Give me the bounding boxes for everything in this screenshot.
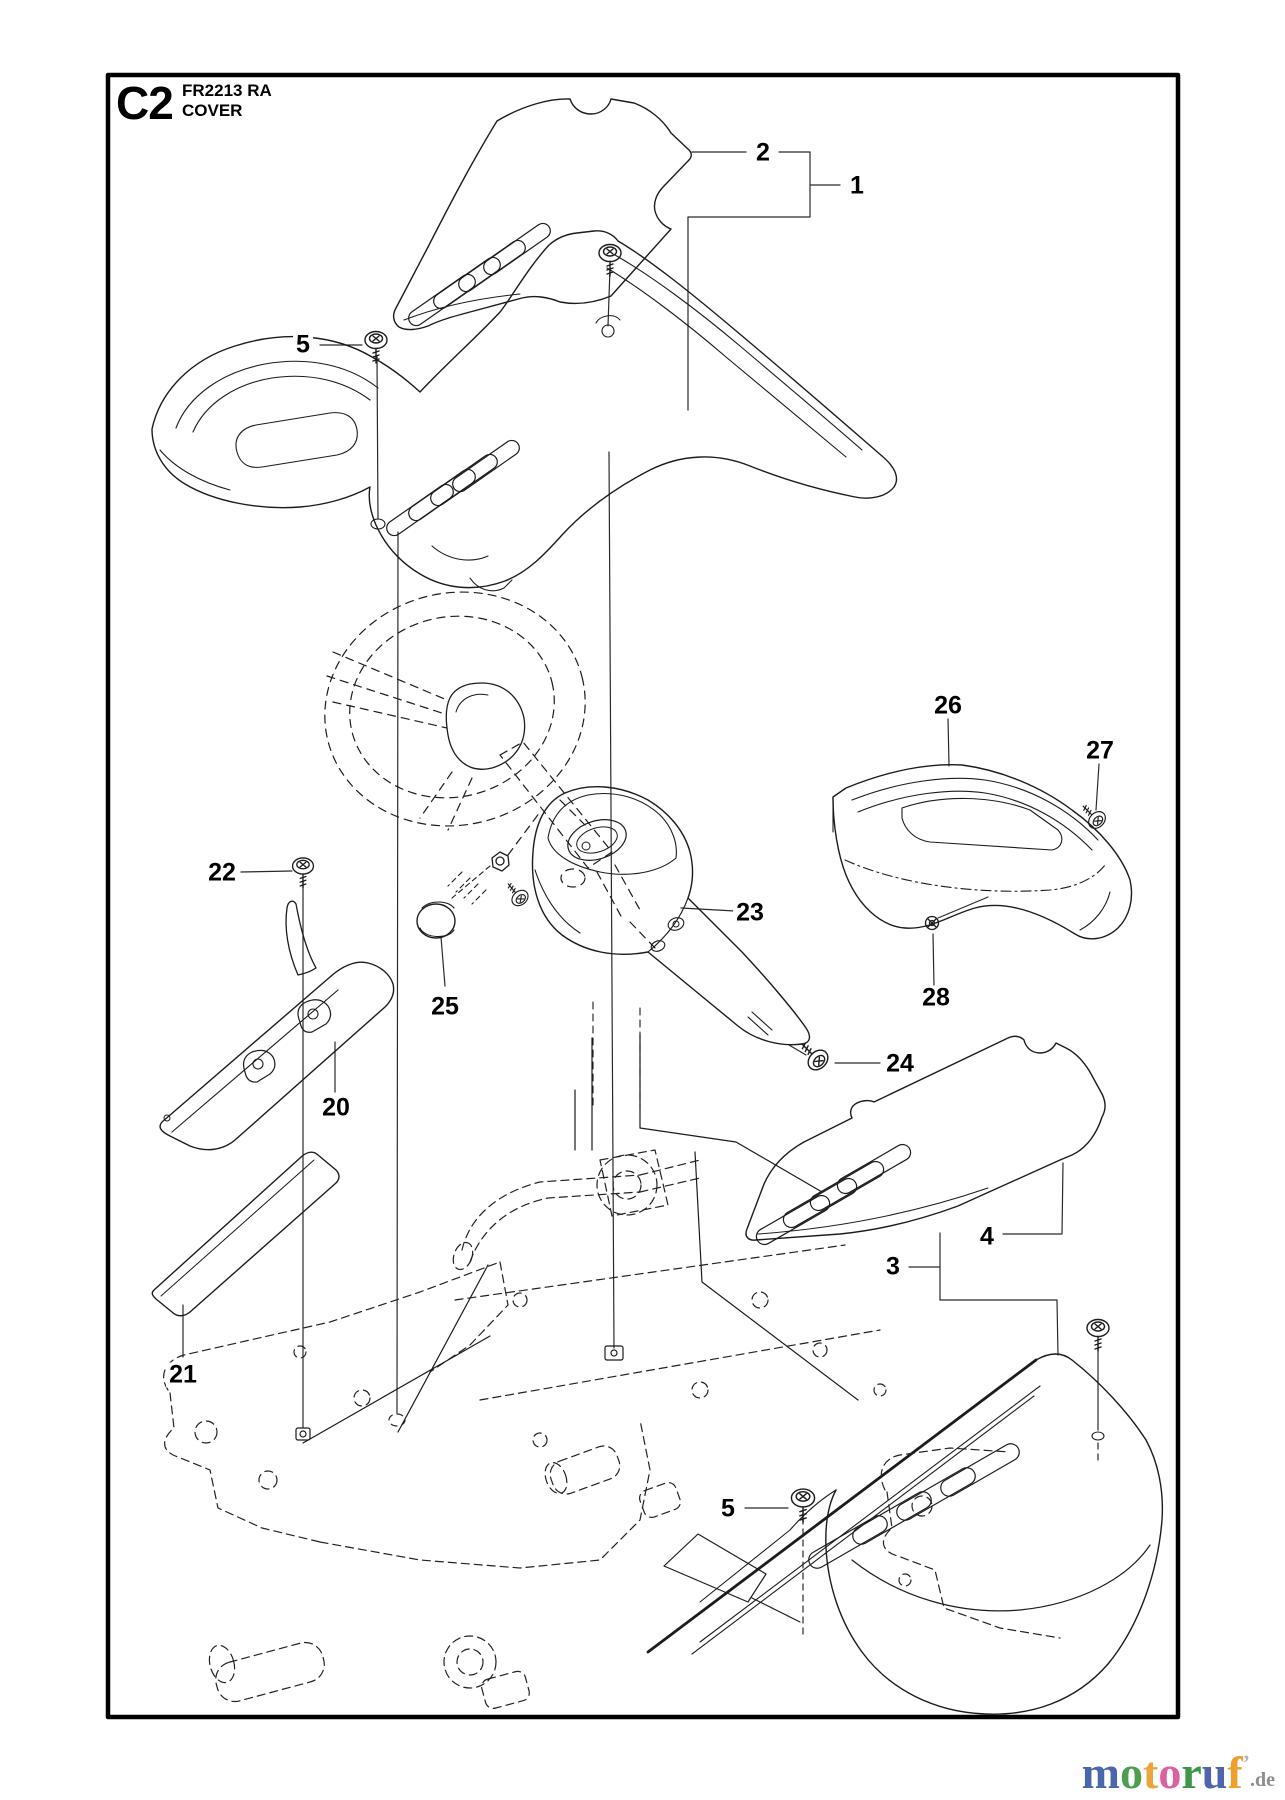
leader-lines — [182, 151, 1100, 1509]
model-name: FR2213 RA — [182, 81, 272, 100]
part-21-strip — [151, 1151, 340, 1317]
part-2-top-mat — [392, 98, 692, 331]
watermark-letter: o — [1158, 1747, 1182, 1798]
callout-5-bottom: 5 — [718, 1496, 738, 1522]
callout-25: 25 — [428, 994, 462, 1020]
callout-24: 24 — [883, 1051, 917, 1077]
part-3-bottom-cover — [646, 1353, 1164, 1715]
callout-20: 20 — [319, 1095, 353, 1121]
watermark-letter: m — [1081, 1747, 1120, 1798]
watermark-letter: t — [1143, 1747, 1159, 1798]
part-23-console — [531, 785, 811, 1111]
part-26-rear-cover — [832, 763, 1133, 940]
steering-hub — [445, 682, 526, 770]
callout-23: 23 — [733, 900, 767, 926]
chassis-panels — [295, 1034, 859, 1444]
callout-4: 4 — [977, 1224, 997, 1250]
callout-26: 26 — [931, 693, 965, 719]
page-border — [105, 72, 1181, 1720]
watermark-letter: f — [1227, 1747, 1243, 1798]
callout-3: 3 — [883, 1254, 903, 1280]
steering-wheel-reference — [324, 591, 656, 949]
screw-5-top — [364, 330, 388, 364]
screw-22 — [291, 857, 315, 889]
part-1-main-cover — [151, 230, 898, 592]
part-4-right-mat — [745, 1035, 1106, 1246]
callout-5-top: 5 — [293, 332, 313, 358]
callout-22: 22 — [205, 860, 239, 886]
screw-unlabeled-right — [1086, 1318, 1110, 1352]
callout-28: 28 — [919, 985, 953, 1011]
motoruf-watermark[interactable]: motoruf’.de — [1082, 1750, 1275, 1796]
callout-27: 27 — [1083, 738, 1117, 764]
title-block: C2 FR2213 RA COVER — [116, 76, 272, 130]
callout-1: 1 — [847, 173, 867, 199]
section-name: COVER — [182, 100, 243, 120]
chassis-reference — [163, 1149, 1061, 1709]
callout-2: 2 — [753, 140, 773, 166]
screw-5-upper-right — [598, 243, 622, 277]
watermark-letter: u — [1201, 1747, 1228, 1798]
clip-28 — [924, 915, 940, 931]
callout-21: 21 — [166, 1362, 200, 1388]
screw-24 — [793, 1035, 833, 1075]
steering-hardware — [447, 851, 532, 910]
leader-dashed — [388, 1413, 1099, 1635]
part-25-cap — [416, 901, 456, 939]
watermark-letter: o — [1120, 1747, 1143, 1798]
watermark-letter: r — [1181, 1747, 1202, 1798]
screw-5-bottom — [790, 1488, 816, 1523]
watermark-tick: ’ — [1242, 1750, 1250, 1775]
diagram-code: C2 — [116, 77, 174, 129]
watermark-suffix: .de — [1250, 1769, 1275, 1791]
part-20-left-cover — [159, 900, 395, 1151]
